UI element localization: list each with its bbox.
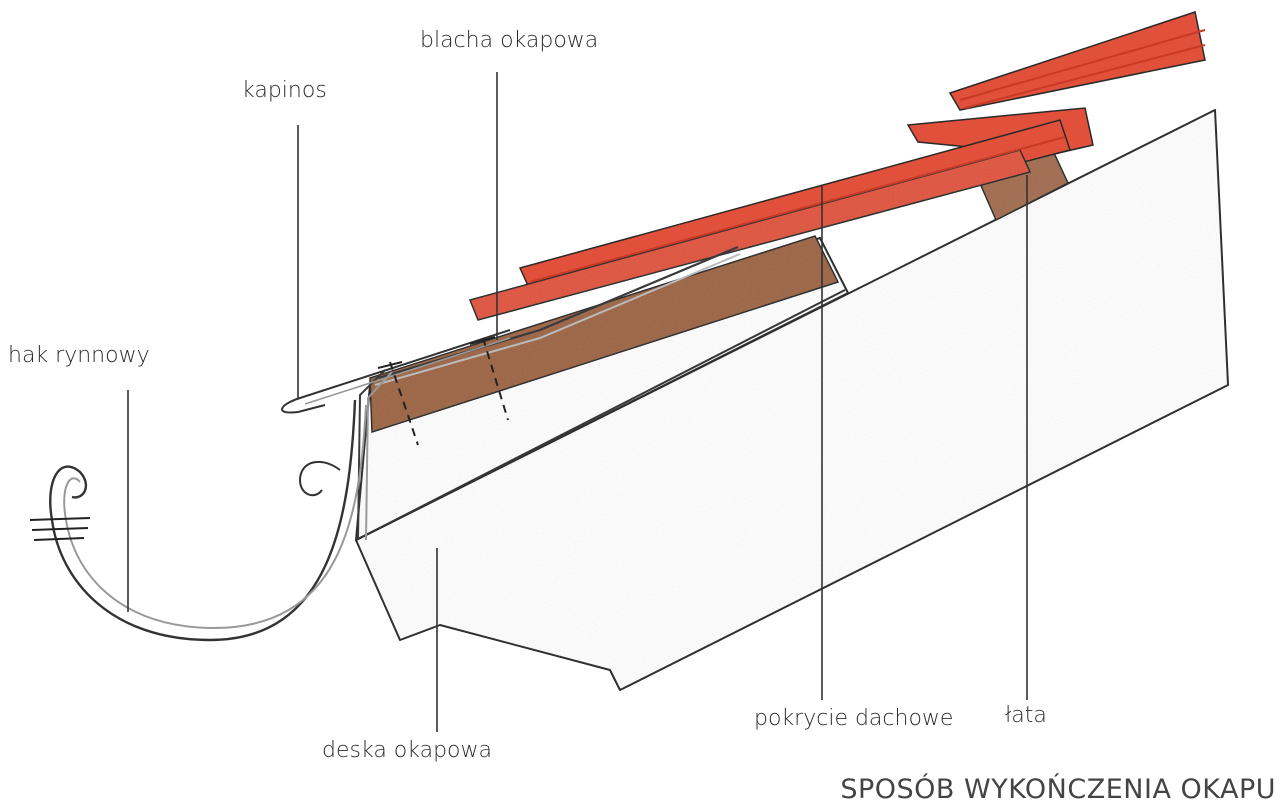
label-lata: łata xyxy=(1005,703,1047,728)
drip-edge xyxy=(357,245,741,541)
label-pokrycie-dachowe: pokrycie dachowe xyxy=(754,706,953,731)
leader-lines xyxy=(127,72,1028,732)
nails xyxy=(377,336,509,446)
label-hak-rynnowy: hak rynnowy xyxy=(8,343,150,368)
label-deska-okapowa: deska okapowa xyxy=(322,738,492,763)
diagram-caption: SPOSÓB WYKOŃCZENIA OKAPU xyxy=(840,773,1276,805)
label-kapinos: kapinos xyxy=(242,78,327,103)
roof-covering xyxy=(468,11,1206,321)
drip-flange-kapinos xyxy=(281,329,511,414)
label-blacha-okapowa: blacha okapowa xyxy=(420,28,598,53)
gutter-hook xyxy=(29,399,367,642)
eaves-board xyxy=(369,235,840,434)
